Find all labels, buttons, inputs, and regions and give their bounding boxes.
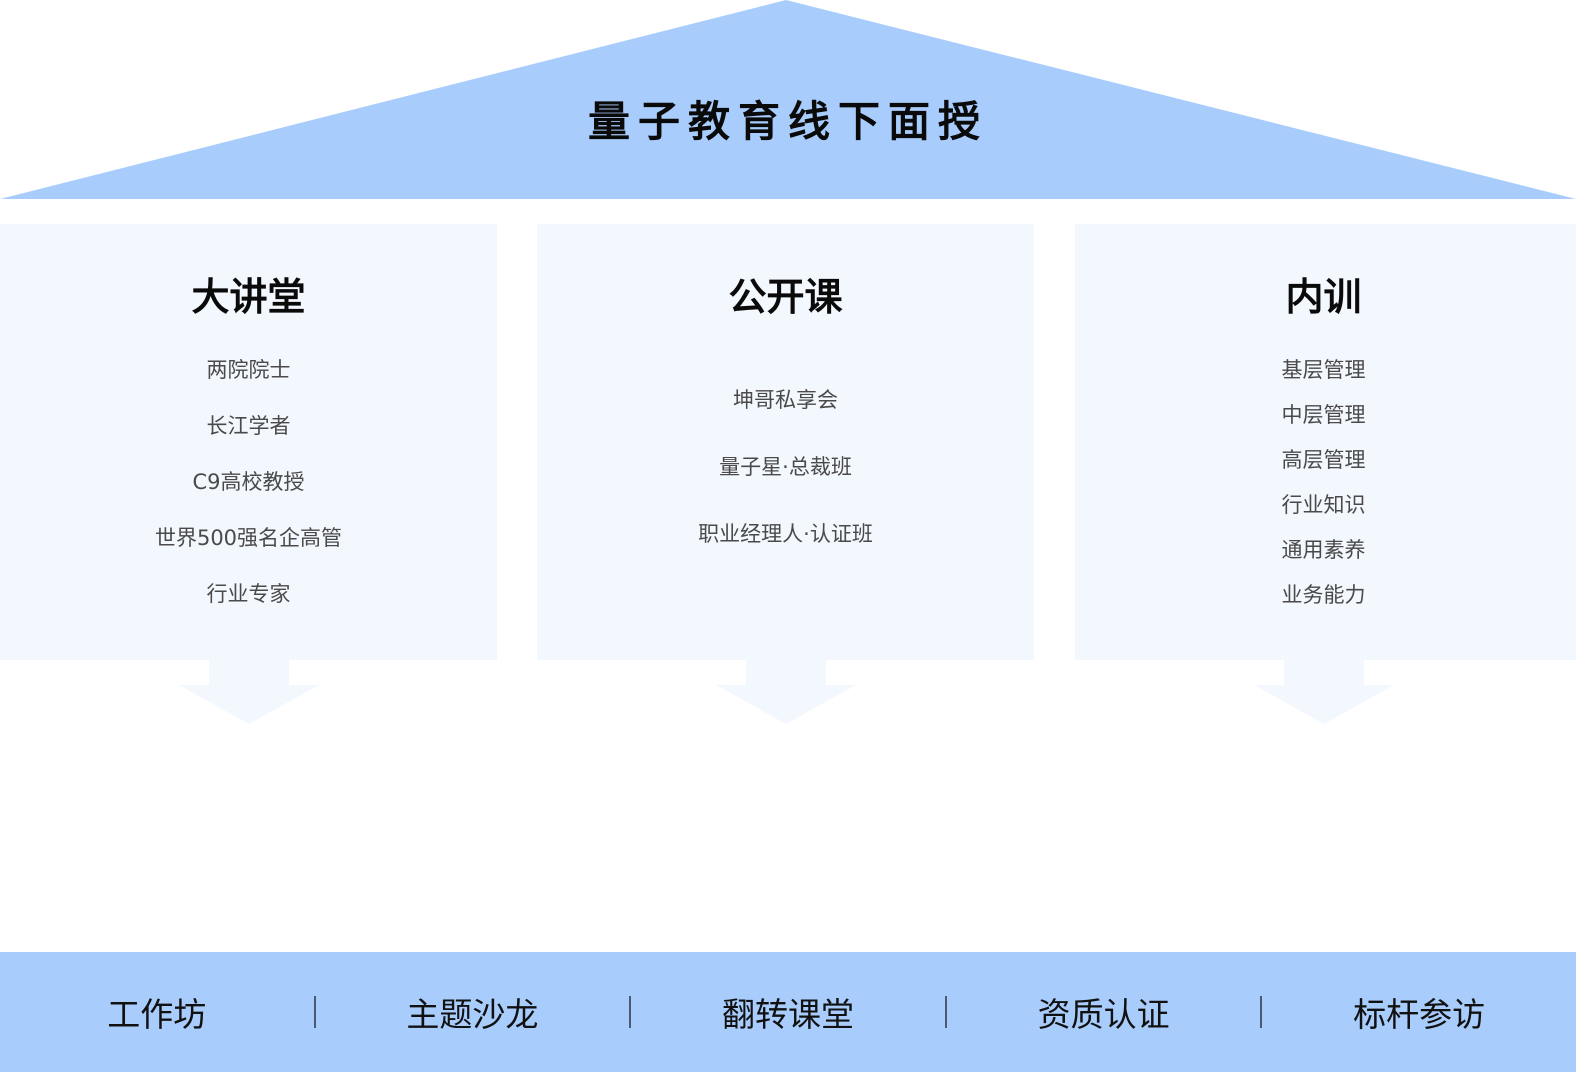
list-item: 基层管理 bbox=[1281, 358, 1366, 382]
pillar-lecture-hall: 大讲堂 两院院士 长江学者 C9高校教授 世界500强名企高管 行业专家 bbox=[0, 224, 497, 660]
list-item: 业务能力 bbox=[1281, 583, 1366, 607]
list-item: 行业知识 bbox=[1281, 493, 1366, 517]
list-item: 坤哥私享会 bbox=[733, 388, 838, 412]
pillar-item-list: 基层管理 中层管理 高层管理 行业知识 通用素养 业务能力 bbox=[1075, 354, 1572, 624]
list-item: 行业专家 bbox=[206, 582, 291, 606]
list-item: 长江学者 bbox=[206, 414, 291, 438]
pillar-item-list: 坤哥私享会 量子星·总裁班 职业经理人·认证班 bbox=[537, 384, 1034, 585]
pillar-open-course: 公开课 坤哥私享会 量子星·总裁班 职业经理人·认证班 bbox=[537, 224, 1034, 660]
divider bbox=[629, 996, 632, 1028]
pillar-title: 内训 bbox=[1285, 275, 1362, 319]
list-item: 中层管理 bbox=[1281, 403, 1366, 427]
divider bbox=[1260, 996, 1263, 1028]
foundation-item-salon: 主题沙龙 bbox=[406, 995, 539, 1034]
down-arrow-icon bbox=[179, 660, 319, 724]
roof-title: 量子教育线下面授 bbox=[587, 97, 988, 146]
divider bbox=[313, 996, 316, 1028]
pillar-title: 大讲堂 bbox=[191, 275, 306, 319]
foundation-item-flipped-class: 翻转课堂 bbox=[721, 995, 854, 1034]
pillar-item-list: 两院院士 长江学者 C9高校教授 世界500强名企高管 行业专家 bbox=[0, 354, 497, 634]
divider bbox=[944, 996, 947, 1028]
foundation-item-workshop: 工作坊 bbox=[107, 995, 207, 1034]
list-item: 职业经理人·认证班 bbox=[698, 522, 873, 546]
foundation-item-benchmark-visit: 标杆参访 bbox=[1353, 995, 1486, 1034]
down-arrow-icon bbox=[716, 660, 856, 724]
foundation-item-certification: 资质认证 bbox=[1037, 995, 1170, 1034]
list-item: 两院院士 bbox=[206, 358, 291, 382]
foundation-bar: 工作坊 主题沙龙 翻转课堂 资质认证 标杆参访 bbox=[0, 952, 1576, 1072]
down-arrow-icon bbox=[1254, 660, 1394, 724]
list-item: C9高校教授 bbox=[192, 470, 305, 494]
pillar-internal-training: 内训 基层管理 中层管理 高层管理 行业知识 通用素养 业务能力 bbox=[1075, 224, 1576, 660]
list-item: 世界500强名企高管 bbox=[154, 526, 343, 550]
list-item: 高层管理 bbox=[1281, 448, 1366, 472]
pillar-title: 公开课 bbox=[728, 275, 843, 319]
list-item: 量子星·总裁班 bbox=[719, 455, 852, 479]
list-item: 通用素养 bbox=[1281, 538, 1366, 562]
roof-triangle bbox=[0, 0, 1576, 199]
